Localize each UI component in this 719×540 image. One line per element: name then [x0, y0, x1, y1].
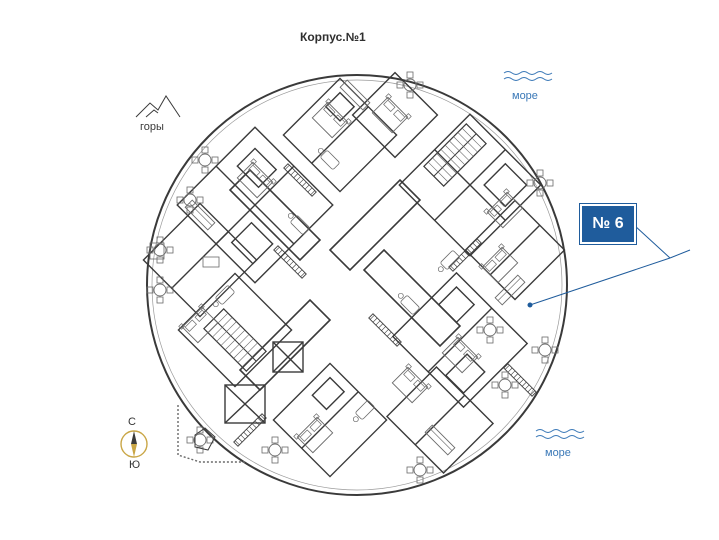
- central-corridors: [228, 168, 462, 392]
- compass-south-label: Ю: [129, 459, 141, 471]
- compass-north-label: С: [128, 416, 136, 428]
- entrance-path: [177, 405, 245, 463]
- sea-label-top: море: [512, 90, 538, 102]
- mountains-icon: [135, 95, 181, 118]
- stair-cores: [203, 123, 487, 372]
- building-outline: [146, 74, 568, 496]
- furniture: [147, 72, 558, 483]
- compass-icon: [120, 430, 148, 458]
- mountains-label: горы: [140, 121, 164, 133]
- building-title: Корпус.№1: [300, 30, 366, 44]
- waves-icon: [503, 71, 585, 439]
- sea-label-bottom: море: [545, 447, 571, 459]
- apartment-badge[interactable]: № 6: [582, 206, 634, 242]
- apartment-pointer: [527, 224, 691, 308]
